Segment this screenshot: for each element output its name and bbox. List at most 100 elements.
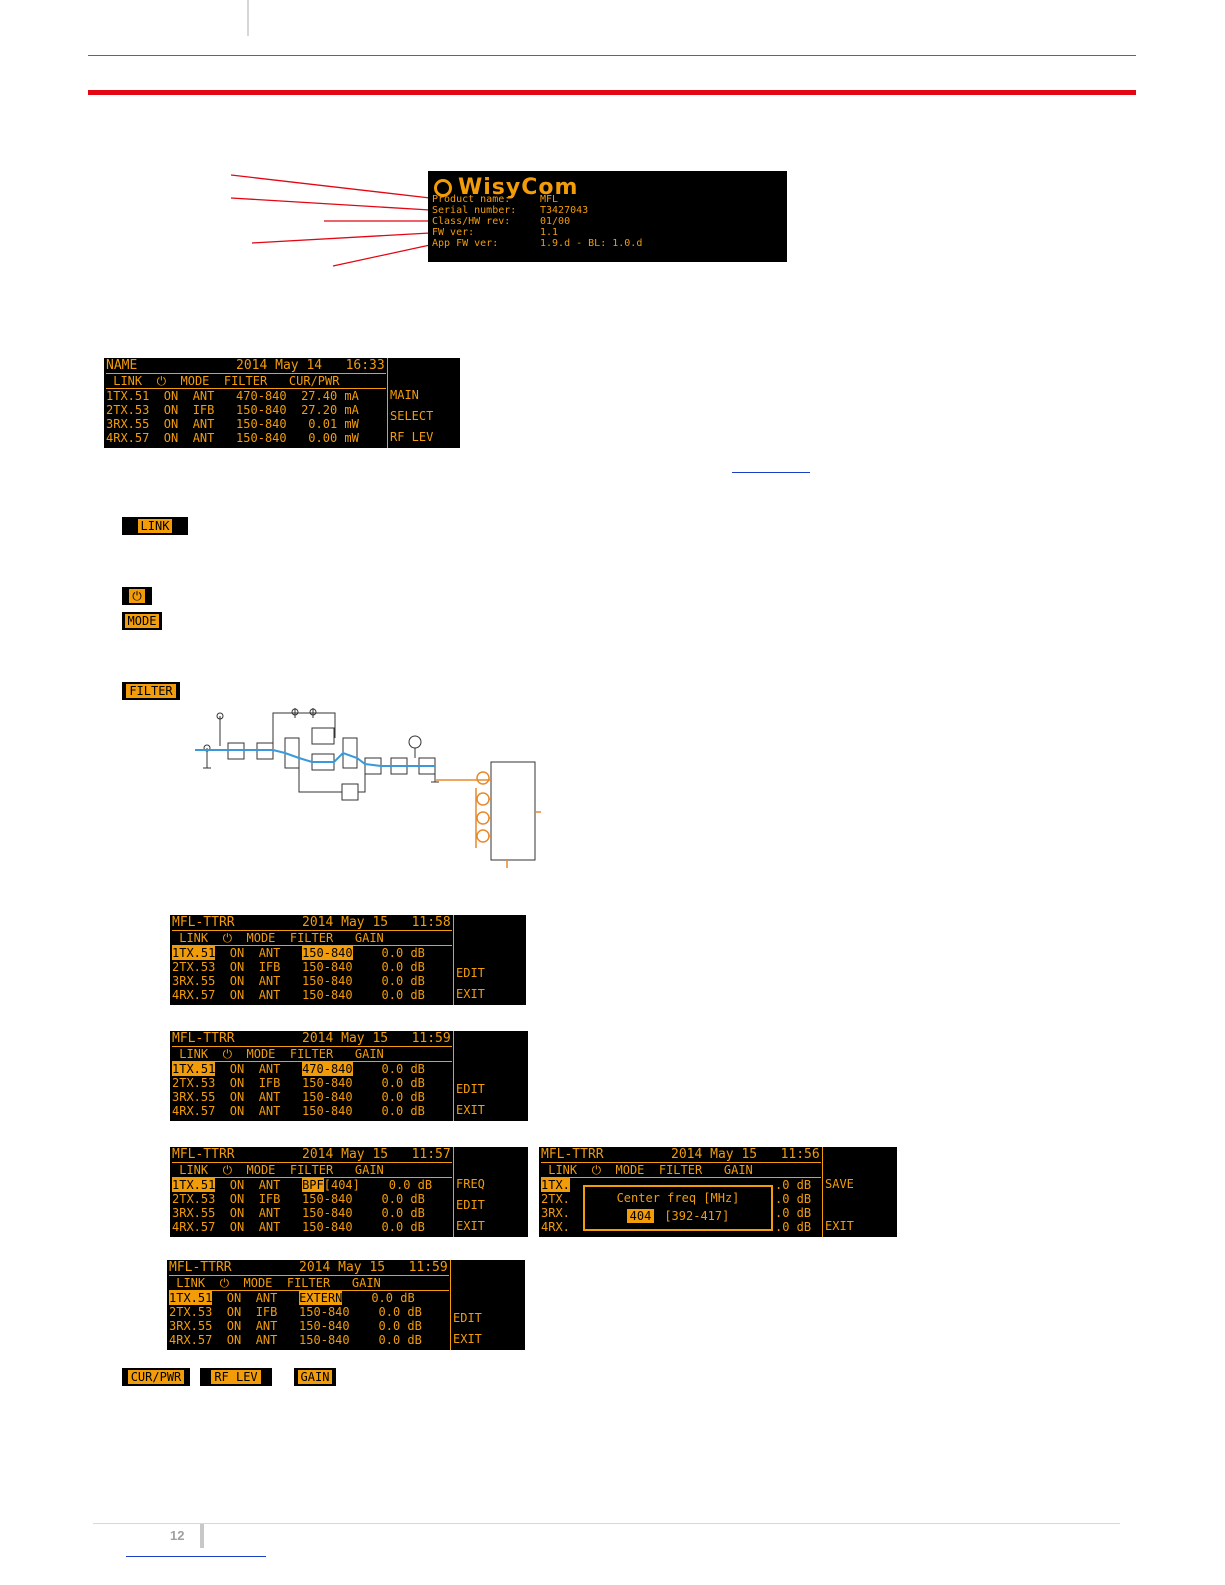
row-1-filter-selected[interactable]: 470-840 xyxy=(302,1062,353,1076)
about-value: 1.9.d - BL: 1.0.d xyxy=(540,238,643,249)
screen-date: 2014 May 15 11:58 xyxy=(302,915,451,930)
about-value: MFL xyxy=(540,194,559,205)
main-row-2[interactable]: 2TX.53 ON IFB 150-840 27.20 mA xyxy=(106,403,359,417)
row-3-gain: .0 dB xyxy=(775,1206,812,1220)
popup-title: Center freq [MHz] xyxy=(616,1191,740,1205)
softkey-freq[interactable]: FREQ xyxy=(456,1177,485,1191)
power-icon: ⏻ xyxy=(129,589,145,603)
popup-value-row: 404[392-417] xyxy=(585,1209,771,1223)
row-1[interactable]: 1TX.51 ON ANT BPF[404] 0.0 dB xyxy=(172,1178,432,1192)
row-1-filter-selected[interactable]: 150-840 xyxy=(302,946,353,960)
row-1-link: 1TX.51 xyxy=(169,1291,213,1305)
softkey-exit[interactable]: EXIT xyxy=(456,987,485,1001)
chip-link: LINK xyxy=(122,517,188,535)
softkey-exit[interactable]: EXIT xyxy=(825,1219,854,1233)
column-headers: LINK ⏻ MODE FILTER GAIN xyxy=(169,1277,449,1291)
screen-title: MFL-TTRR xyxy=(172,915,235,930)
row-1-link[interactable]: 1TX. xyxy=(541,1178,570,1192)
row-1-filter-selected[interactable]: EXTERN xyxy=(299,1291,343,1305)
row-4-gain: .0 dB xyxy=(775,1220,812,1234)
popup-value-input[interactable]: 404 xyxy=(626,1209,655,1223)
filter-block-diagram xyxy=(195,708,541,868)
row-2-gain: .0 dB xyxy=(775,1192,812,1206)
screen-title: MFL-TTRR xyxy=(169,1260,232,1275)
softkey-edit[interactable]: EDIT xyxy=(456,966,485,980)
row-2[interactable]: 2TX.53 ON IFB 150-840 0.0 dB xyxy=(169,1305,422,1319)
row-1[interactable]: 1TX.51 ON ANT 150-840 0.0 dB xyxy=(172,946,425,960)
row-4[interactable]: 4RX.57 ON ANT 150-840 0.0 dB xyxy=(172,1104,425,1118)
row-3[interactable]: 3RX.55 ON ANT 150-840 0.0 dB xyxy=(172,1206,425,1220)
column-headers: LINK ⏻ MODE FILTER GAIN xyxy=(172,1164,452,1178)
row-4-link[interactable]: 4RX. xyxy=(541,1220,570,1234)
row-1-pre: ON ANT xyxy=(212,1291,300,1305)
softkey-edit[interactable]: EDIT xyxy=(456,1082,485,1096)
chip-mode: MODE xyxy=(122,612,162,630)
row-1-pre: ON ANT xyxy=(215,946,303,960)
softkey-edit[interactable]: EDIT xyxy=(453,1311,482,1325)
chip-rf-lev: RF LEV xyxy=(200,1368,272,1386)
main-column-headers: LINK ⏻ MODE FILTER CUR/PWR xyxy=(106,375,386,389)
header-thin-rule xyxy=(88,55,1136,56)
softkey-exit[interactable]: EXIT xyxy=(456,1219,485,1233)
row-2[interactable]: 2TX.53 ON IFB 150-840 0.0 dB xyxy=(172,1192,425,1206)
column-headers: LINK ⏻ MODE FILTER GAIN xyxy=(541,1164,821,1178)
main-row-4[interactable]: 4RX.57 ON ANT 150-840 0.00 mW xyxy=(106,431,359,445)
row-2[interactable]: 2TX.53 ON IFB 150-840 0.0 dB xyxy=(172,1076,425,1090)
about-label: Serial number: xyxy=(432,205,517,216)
about-product-name: Product name:MFL xyxy=(432,194,558,205)
softkey-divider xyxy=(450,1260,451,1350)
about-label: App FW ver: xyxy=(432,238,499,249)
about-screen: WisyCom Product name:MFL Serial number:T… xyxy=(428,171,787,262)
softkey-save[interactable]: SAVE xyxy=(825,1177,854,1191)
row-3-link[interactable]: 3RX. xyxy=(541,1206,570,1220)
cross-reference-link[interactable] xyxy=(732,472,810,473)
row-1-link: 1TX.51 xyxy=(172,946,216,960)
main-row-1[interactable]: 1TX.51 ON ANT 470-840 27.40 mA xyxy=(106,389,359,403)
main-row-3[interactable]: 3RX.55 ON ANT 150-840 0.01 mW xyxy=(106,417,359,431)
about-value: 1.1 xyxy=(540,227,559,238)
row-3[interactable]: 3RX.55 ON ANT 150-840 0.0 dB xyxy=(172,1090,425,1104)
row-1[interactable]: 1TX.51 ON ANT EXTERN 0.0 dB xyxy=(169,1291,415,1305)
softkey-select[interactable]: SELECT xyxy=(390,409,434,423)
header-thick-rule xyxy=(88,90,1136,95)
chip-cur-pwr-label: CUR/PWR xyxy=(127,1370,185,1384)
row-4[interactable]: 4RX.57 ON ANT 150-840 0.0 dB xyxy=(172,1220,425,1234)
row-4[interactable]: 4RX.57 ON ANT 150-840 0.0 dB xyxy=(172,988,425,1002)
row-2[interactable]: 2TX.53 ON IFB 150-840 0.0 dB xyxy=(172,960,425,974)
row-1-filter-selected[interactable]: BPF xyxy=(302,1178,324,1192)
softkey-exit[interactable]: EXIT xyxy=(453,1332,482,1346)
chip-cur-pwr: CUR/PWR xyxy=(122,1368,190,1386)
row-3[interactable]: 3RX.55 ON ANT 150-840 0.0 dB xyxy=(169,1319,422,1333)
row-3[interactable]: 3RX.55 ON ANT 150-840 0.0 dB xyxy=(172,974,425,988)
page-number: 12 xyxy=(170,1528,185,1543)
wisycom-logo: WisyCom xyxy=(434,175,578,200)
row-1[interactable]: 1TX.51 ON ANT 470-840 0.0 dB xyxy=(172,1062,425,1076)
logo-text: WisyCom xyxy=(458,175,579,200)
softkey-exit[interactable]: EXIT xyxy=(456,1103,485,1117)
row-1-gain: .0 dB xyxy=(775,1178,812,1192)
chip-link-label: LINK xyxy=(137,519,173,533)
column-headers: LINK ⏻ MODE FILTER GAIN xyxy=(172,1048,452,1062)
chip-rf-lev-label: RF LEV xyxy=(211,1370,261,1384)
softkey-main[interactable]: MAIN xyxy=(390,388,419,402)
row-4[interactable]: 4RX.57 ON ANT 150-840 0.0 dB xyxy=(169,1333,422,1347)
row-1-post: 0.0 dB xyxy=(342,1291,415,1305)
softkey-rf-lev[interactable]: RF LEV xyxy=(390,430,434,444)
chip-filter: FILTER xyxy=(122,682,180,700)
about-value: 01/00 xyxy=(540,216,571,227)
chip-mode-label: MODE xyxy=(124,614,160,628)
footer-link[interactable] xyxy=(126,1556,266,1557)
softkey-edit[interactable]: EDIT xyxy=(456,1198,485,1212)
chip-gain-label: GAIN xyxy=(297,1370,333,1384)
row-1-post: 0.0 dB xyxy=(352,946,425,960)
softkey-divider xyxy=(453,1031,454,1121)
row-2-link[interactable]: 2TX. xyxy=(541,1192,570,1206)
